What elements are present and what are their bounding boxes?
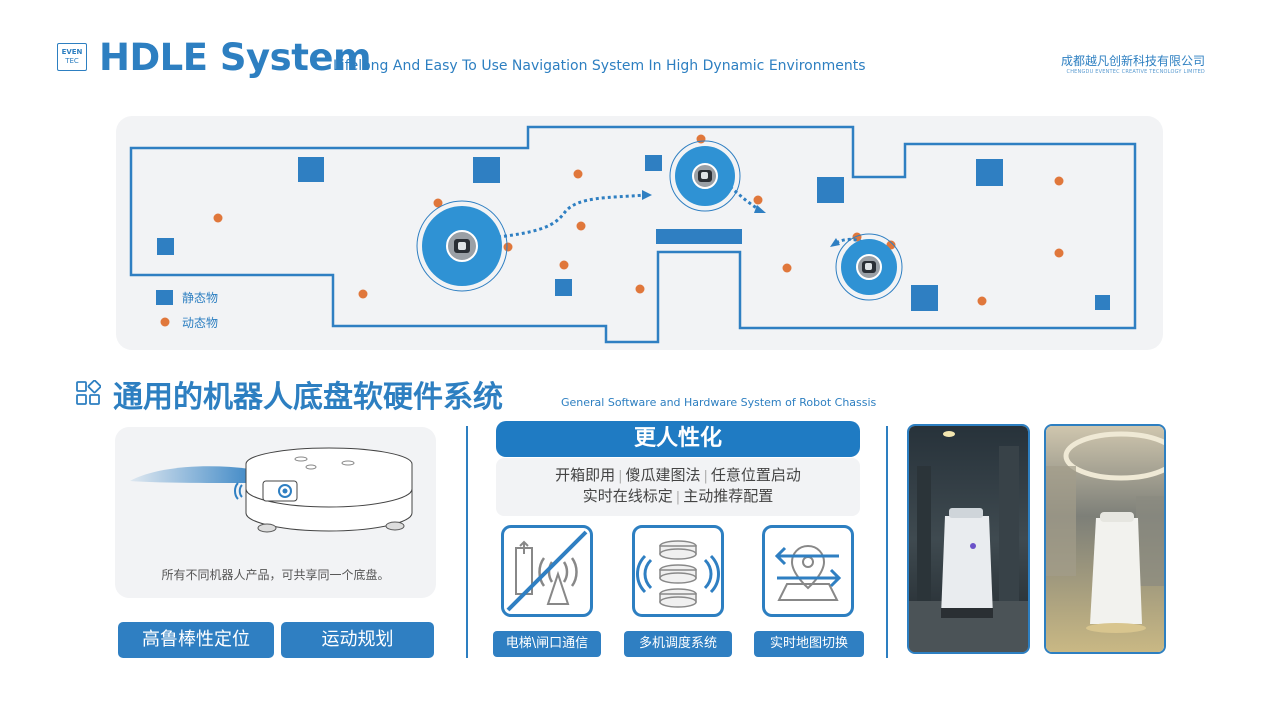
elevator-gate-label: 电梯\闸口通信 [493,631,601,657]
dynamic-obstacle [573,169,583,179]
feature-text: 开箱即用 [555,466,616,484]
static-obstacle [473,157,500,183]
dynamic-obstacle [559,260,569,270]
section-title: 通用的机器人底盘软硬件系统 [113,380,503,415]
static-obstacle [1095,295,1110,310]
logo-bottom: TEC [65,57,79,65]
multi-robot-label: 多机调度系统 [624,631,732,657]
company-block: 成都越凡创新科技有限公司 CHENGDU EVENTEC CREATIVE TE… [1061,52,1205,75]
map-switch-label: 实时地图切换 [754,631,864,657]
elevator-gate-feature [501,525,593,617]
dynamic-obstacle [358,289,368,299]
robot-marker [669,140,741,212]
robot-photo-image [1046,426,1164,652]
page-subtitle: Lifelong And Easy To Use Navigation Syst… [333,58,866,74]
logo: EVEN TEC [57,43,87,71]
static-obstacle [645,155,662,171]
robot-photo-2 [1044,424,1166,654]
legend-dot-icon [160,317,170,327]
feature-text: 任意位置启动 [710,466,801,484]
path-arrow [754,205,766,213]
chassis-caption: 所有不同机器人产品，可共享同一个底盘。 [161,568,390,582]
static-obstacle [656,229,742,244]
divider [886,426,888,658]
dynamic-obstacle [977,296,987,306]
separator: | [618,469,623,484]
feature-text: 主动推荐配置 [683,487,774,505]
static-obstacle [817,177,844,203]
dynamic-obstacle [1054,176,1064,186]
map-outline [129,125,1137,344]
human-features: 开箱即用|傻瓜建图法|任意位置启动 实时在线标定|主动推荐配置 [496,458,860,516]
legend-dynamic-label: 动态物 [182,316,219,330]
company-name-en: CHENGDU EVENTEC CREATIVE TECNOLOGY LIMIT… [1066,69,1205,75]
dynamic-obstacle [753,195,763,205]
robot-path [729,185,761,212]
dynamic-obstacle [782,263,792,273]
section-subtitle: General Software and Hardware System of … [561,396,877,409]
robot-chassis-illustration [130,447,413,533]
dynamic-obstacle [213,213,223,223]
robot-marker [835,233,903,301]
static-obstacles [157,155,1110,311]
static-obstacle [157,238,174,255]
logo-top: EVEN [61,48,83,56]
path-arrow [830,238,840,247]
multi-robot-icon [636,540,720,608]
static-obstacle [911,285,938,311]
multi-robot-feature [632,525,724,617]
dynamic-obstacle [1054,248,1064,258]
page-title: HDLE System [99,36,372,79]
robot-photo-image [909,426,1028,652]
feature-text: 傻瓜建图法 [625,466,701,484]
robot-marker [416,200,508,292]
grid-icon [76,380,101,405]
divider [466,426,468,658]
dynamic-obstacles [213,134,1064,306]
dynamic-obstacle [635,284,645,294]
legend-static-label: 静态物 [182,291,219,305]
human-friendly-title: 更人性化 [496,421,860,457]
robot-photo-1 [907,424,1030,654]
legend-square-icon [156,290,173,305]
separator: | [703,469,708,484]
robust-localization-button[interactable]: 高鲁棒性定位 [118,622,274,658]
elevator-gate-icon [506,530,588,612]
map-panel [116,116,1163,350]
motion-planning-button[interactable]: 运动规划 [281,622,434,658]
dynamic-obstacle [576,221,586,231]
dynamic-obstacle [433,198,443,208]
dynamic-obstacle [503,242,513,252]
feature-text: 实时在线标定 [582,487,673,505]
path-arrow [642,190,652,200]
static-obstacle [298,157,324,182]
map-switch-icon [774,544,842,601]
separator: | [675,490,681,505]
robot-path [497,193,646,239]
map-switch-feature [762,525,854,617]
company-name-cn: 成都越凡创新科技有限公司 [1060,54,1205,68]
static-obstacle [555,279,572,296]
static-obstacle [976,159,1003,186]
